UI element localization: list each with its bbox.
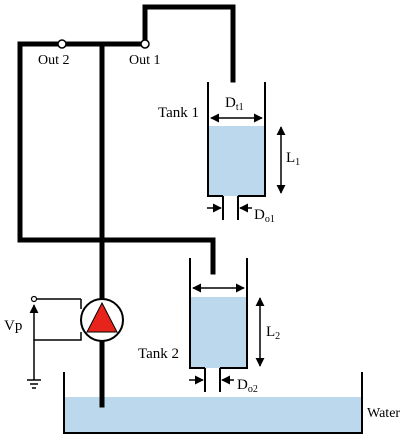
vp-wire-bottom	[33, 332, 82, 380]
tank2-left-wall	[189, 258, 205, 369]
tank2-water	[190, 297, 247, 368]
dt1-label-main: D	[225, 95, 236, 111]
pump-circuit	[27, 295, 124, 389]
vp-terminal	[30, 295, 38, 303]
l1-label: L1	[286, 150, 300, 168]
do2-label-main: D	[237, 377, 248, 393]
l2-label: L2	[266, 324, 280, 342]
out1-label: Out 1	[129, 53, 161, 68]
tank2-right-wall	[220, 258, 248, 369]
water-label: Water	[367, 406, 400, 421]
do2-label-sub: o2	[248, 384, 258, 395]
pump-triangle	[86, 301, 118, 333]
tank1-water	[208, 126, 265, 196]
l1-label-main: L	[286, 150, 295, 166]
l2-label-sub: 2	[275, 331, 280, 342]
dt1-label: Dt1	[225, 95, 244, 113]
reservoir-water	[64, 397, 362, 433]
out2-valve-node	[57, 39, 67, 49]
dt1-label-sub: t1	[236, 102, 244, 113]
out1-valve-node	[140, 39, 150, 49]
do1-label-sub: o1	[265, 214, 275, 225]
ground-icon	[27, 379, 41, 389]
piping	[17, 4, 236, 408]
out2-label: Out 2	[38, 53, 70, 68]
reservoir	[63, 372, 363, 434]
reservoir-walls	[63, 372, 363, 434]
tank1-label: Tank 1	[158, 105, 199, 121]
l1-label-sub: 1	[295, 157, 300, 168]
tank2-label: Tank 2	[138, 346, 179, 362]
do2-label: Do2	[237, 377, 258, 395]
tank1-right-wall	[238, 82, 266, 197]
tank-2	[189, 258, 265, 392]
tank-1	[207, 82, 286, 220]
vp-label: Vp	[4, 318, 22, 334]
pump-icon	[80, 298, 124, 342]
do1-label: Do1	[254, 207, 275, 225]
tank1-left-wall	[207, 82, 223, 197]
do1-label-main: D	[254, 207, 265, 223]
l2-label-main: L	[266, 324, 275, 340]
